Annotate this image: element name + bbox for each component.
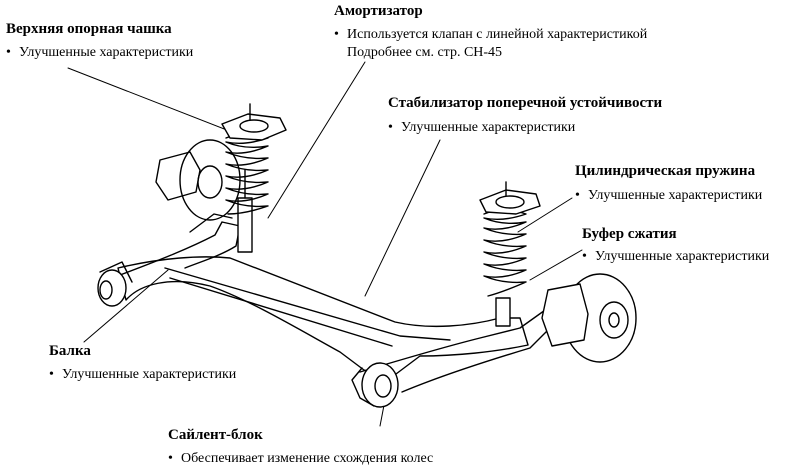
stabilizer-bullet: • Улучшенные характеристики [388, 119, 575, 136]
left-spring [225, 133, 269, 215]
coil-bullet: • Улучшенные характеристики [575, 187, 762, 204]
stabilizer-title: Стабилизатор поперечной устойчивости [388, 95, 663, 111]
beam-bullet-text: Улучшенные характеристики [62, 367, 237, 382]
left-arm [119, 221, 241, 276]
bullet-dot: • [582, 249, 587, 264]
bullet-dot: • [575, 188, 580, 203]
beam-title: Балка [49, 343, 91, 359]
bushing-bullet-text: Обеспечивает изменение схождения колес [181, 451, 434, 466]
bullet-dot: • [334, 27, 339, 42]
shock-bullet-text: Используется клапан с линейной характери… [347, 27, 648, 42]
leader-lines [67, 61, 583, 427]
bump-title: Буфер сжатия [582, 226, 677, 242]
bump-bullet: • Улучшенные характеристики [582, 248, 769, 265]
right-spring [483, 209, 527, 297]
bump-bullet-text: Улучшенные характеристики [595, 249, 770, 264]
bullet-dot: • [388, 120, 393, 135]
right-caliper [541, 283, 589, 347]
stabilizer-bullet-text: Улучшенные характеристики [401, 120, 576, 135]
coil-bullet-text: Улучшенные характеристики [588, 188, 763, 203]
beam [117, 256, 529, 381]
upper-cup-bullet-text: Улучшенные характеристики [19, 45, 194, 60]
shock-title: Амортизатор [334, 3, 423, 19]
bullet-dot: • [168, 451, 173, 466]
upper-cup-title: Верхняя опорная чашка [6, 21, 172, 37]
beam-bullet: • Улучшенные характеристики [49, 366, 236, 383]
bushing-bullet: • Обеспечивает изменение схождения колес [168, 450, 433, 467]
bushing-title: Сайлент-блок [168, 427, 263, 443]
right-upper-cup [479, 189, 541, 215]
coil-title: Цилиндрическая пружина [575, 163, 756, 179]
upper-cup-bullet: • Улучшенные характеристики [6, 44, 193, 61]
bullet-dot: • [49, 367, 54, 382]
shock-bullet: • Используется клапан с линейной характер… [334, 26, 647, 43]
left-upper-cup [221, 113, 287, 141]
right-bushing [361, 362, 399, 408]
right-shock [495, 297, 511, 327]
shock-bullet-2: Подробнее см. стр. CH-45 [347, 45, 503, 60]
bullet-dot: • [6, 45, 11, 60]
left-hub [155, 151, 201, 201]
